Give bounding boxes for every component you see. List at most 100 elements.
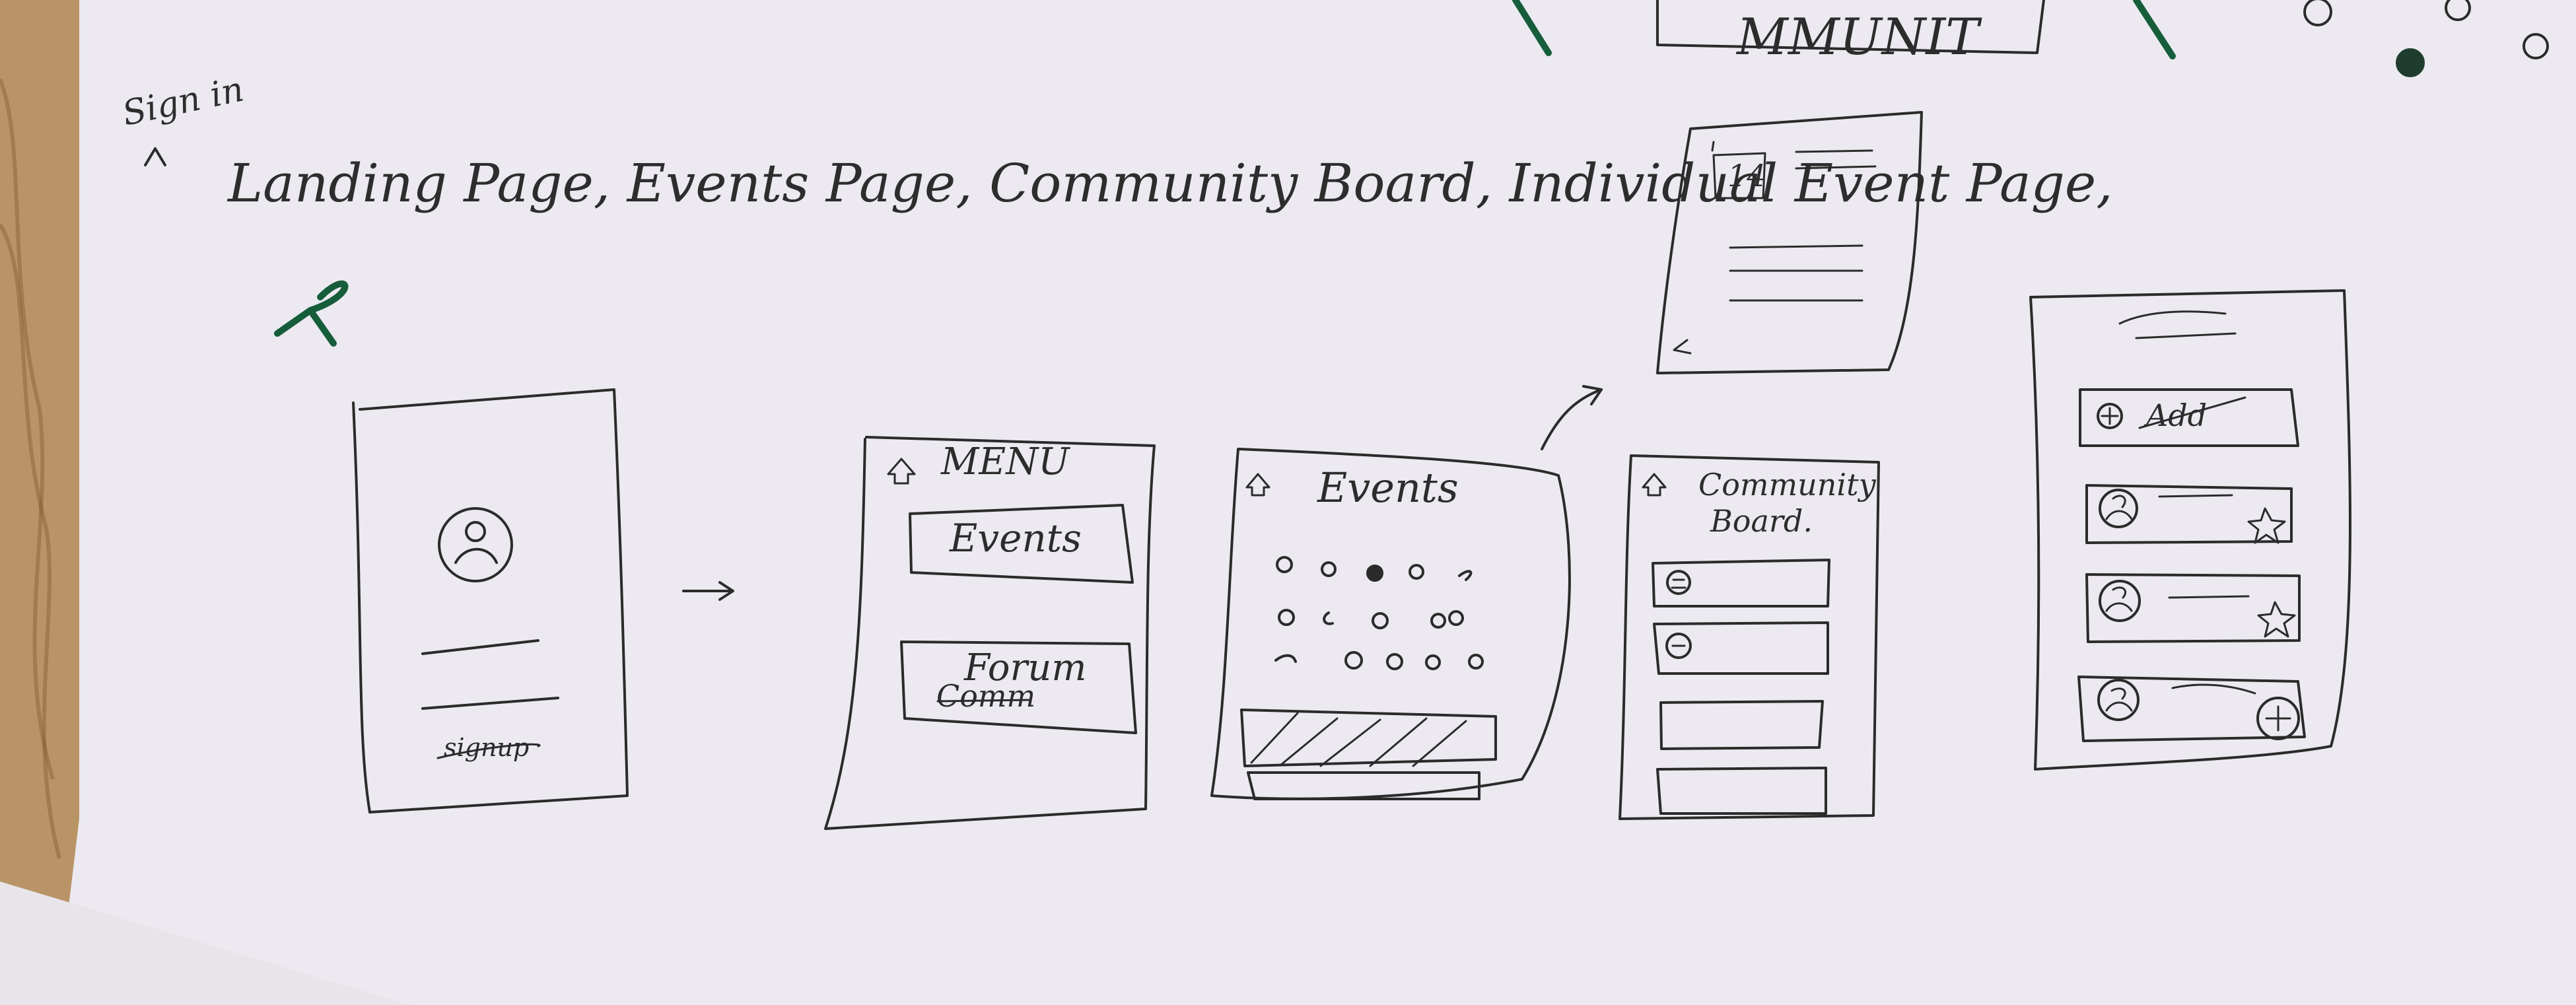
landing-page-sketch: signup (352, 388, 629, 814)
community-list-row-1 (2085, 484, 2293, 544)
events-title: Events (1317, 464, 1459, 512)
password-line (421, 697, 559, 710)
wood-grain-1 (0, 78, 55, 780)
background-dot (2396, 48, 2425, 77)
profile-head (465, 521, 486, 542)
arrow-right-head (718, 581, 734, 601)
list-row-3-line (2171, 683, 2256, 695)
forum-scratched-label: Comm (936, 678, 1035, 714)
event-dot-selected (1366, 565, 1383, 582)
list-avatar-1 (2099, 489, 2138, 528)
events-sketch: Events (1210, 448, 1571, 800)
community-avatar-1-lines (1671, 578, 1687, 589)
curved-arrow-icon (307, 280, 349, 314)
forum-button-box (900, 641, 1137, 734)
event-dot (1321, 561, 1337, 577)
green-stroke-1 (1512, 0, 1552, 56)
profile-icon (438, 507, 513, 582)
star-icon (2257, 601, 2296, 638)
date-box (1712, 152, 1766, 199)
list-row-1-line (2158, 494, 2233, 498)
background-circle-1 (2303, 0, 2332, 26)
event-dot (1386, 653, 1403, 670)
event-dot (1409, 564, 1424, 580)
background-circle-3 (2523, 33, 2549, 59)
event-detail-frame (1656, 111, 1923, 374)
community-list-sketch: Add (2029, 289, 2351, 771)
events-scribble (1250, 712, 1467, 767)
menu-title: MENU (940, 440, 1070, 483)
event-dot (1274, 654, 1297, 663)
events-list-card-1 (1240, 709, 1497, 767)
community-list-frame (2029, 289, 2351, 771)
community-home-icon (1642, 473, 1667, 497)
username-line (421, 639, 540, 655)
main-paper (57, 0, 2576, 1005)
forum-button-label: Forum (963, 646, 1086, 689)
event-dot (1276, 556, 1293, 573)
green-stroke-2 (2133, 0, 2176, 59)
community-title-line2: Board. (1710, 503, 1813, 539)
bottom-paper-corner (0, 882, 409, 1005)
background-sketch: MMUNIT (1512, 0, 2549, 77)
wood-grain-2 (0, 223, 61, 859)
navigation-arrow-head (1582, 385, 1603, 405)
events-button-label: Events (949, 516, 1082, 561)
home-icon (887, 458, 916, 485)
background-box (1656, 0, 2045, 54)
community-board-sketch: Community Board. (1619, 454, 1880, 820)
community-list-row-3 (2077, 676, 2306, 742)
forum-strike-through (936, 699, 1031, 703)
community-list-row-2 (2085, 573, 2301, 643)
add-row (2079, 388, 2299, 447)
plus-icon-cross (2101, 407, 2119, 425)
community-post-1 (1652, 559, 1830, 607)
list-row-2-line (2168, 595, 2250, 599)
caret-mark (144, 147, 166, 166)
community-post-2 (1653, 621, 1829, 675)
list-avatar-1-icon (2105, 495, 2133, 520)
calendar-pin (1711, 141, 1715, 152)
menu-sketch: MENU Events Forum Comm (824, 436, 1156, 830)
background-circle-2 (2445, 0, 2471, 21)
plus-icon (2097, 403, 2123, 429)
event-dot (1372, 612, 1389, 629)
events-home-icon (1245, 473, 1271, 497)
community-post-4 (1656, 767, 1827, 815)
signup-underline (436, 743, 541, 759)
community-post-3 (1659, 700, 1824, 750)
event-dot (1323, 611, 1334, 625)
menu-frame (824, 436, 1156, 830)
flow-note: Landing Page, Events Page, Community Boa… (226, 153, 2113, 214)
event-detail-sketch: 14 (1656, 111, 1923, 374)
event-dot (1430, 613, 1446, 629)
event-header-lines (1795, 149, 1877, 170)
navigation-arrow (1541, 388, 1603, 450)
event-dot (1458, 570, 1473, 581)
list-avatar-2-icon (2105, 586, 2133, 612)
plus-icon (2256, 697, 2300, 740)
back-arrow-icon (1673, 339, 1692, 355)
community-avatar-2 (1665, 633, 1692, 659)
landing-frame (352, 388, 629, 814)
event-body-lines (1729, 244, 1863, 302)
event-dot (1344, 651, 1363, 670)
list-avatar-3 (2097, 679, 2140, 721)
add-strike (2138, 396, 2246, 429)
community-title-line1: Community (1698, 467, 1877, 502)
event-dot (1278, 609, 1295, 626)
profile-body (454, 547, 498, 564)
star-icon (2247, 507, 2286, 544)
signup-label: signup (444, 733, 529, 762)
plus-icon-cross (2265, 705, 2291, 732)
background-label: MMUNIT (1735, 7, 1982, 66)
community-board-frame (1619, 454, 1880, 820)
event-grid (1274, 556, 1484, 670)
events-button-box (909, 504, 1134, 584)
event-dot (1425, 654, 1441, 670)
list-avatar-3-icon (2105, 687, 2133, 712)
add-label: Add (2143, 398, 2207, 433)
events-frame (1210, 448, 1571, 800)
